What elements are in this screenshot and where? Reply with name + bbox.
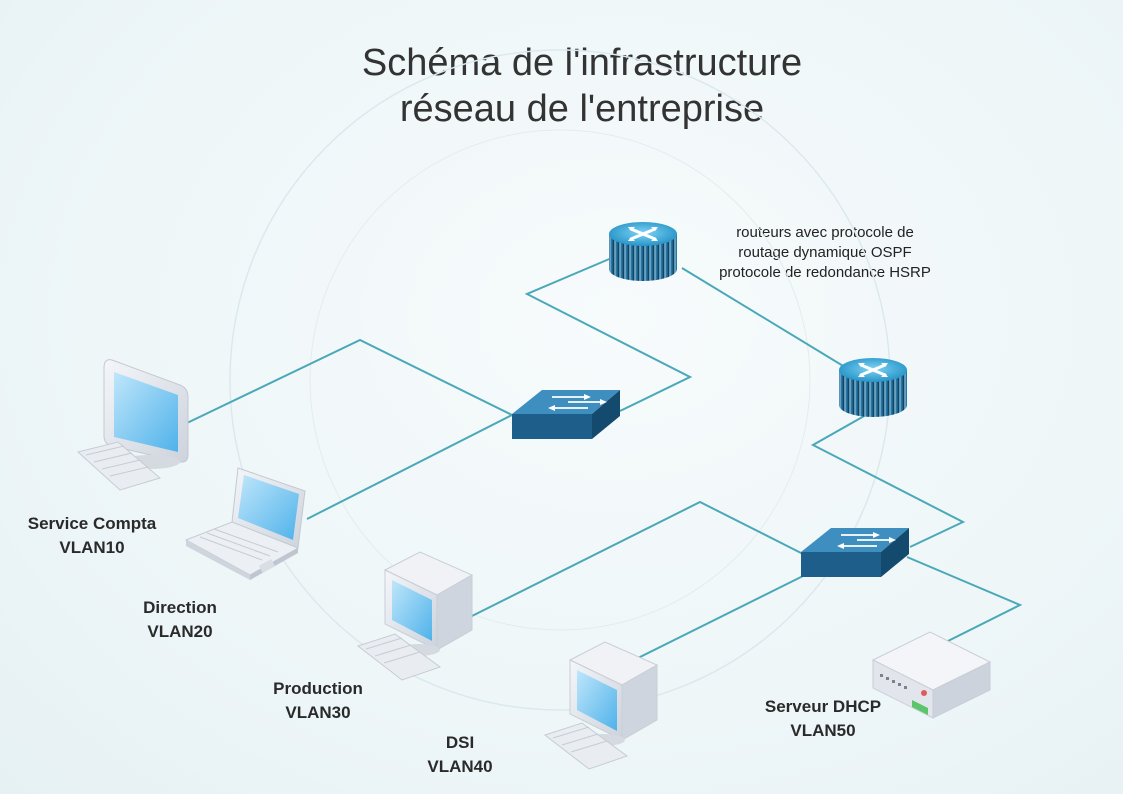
- node-label-serveur-dhcp: Serveur DHCP VLAN50: [748, 695, 898, 743]
- desktop-monitor-icon: [76, 359, 189, 491]
- link-dsi-switch2: [633, 574, 806, 661]
- router-annotation-line-1: routeurs avec protocole de: [736, 224, 914, 241]
- laptop-icon: [184, 467, 306, 580]
- link-router1-router2: [681, 267, 859, 376]
- node-name: Direction: [143, 598, 217, 617]
- network-links: [186, 256, 1023, 661]
- node-name: DSI: [445, 733, 475, 752]
- node-label-dsi: DSI VLAN40: [400, 731, 520, 779]
- node-label-service-compta: Service Compta VLAN10: [12, 512, 172, 560]
- node-name: Production: [273, 679, 363, 698]
- node-name: Service Compta: [27, 514, 157, 533]
- router-icon: [609, 222, 677, 281]
- background-decor-circle: [309, 129, 811, 631]
- title-line-2: réseau de l'entreprise: [399, 88, 765, 130]
- node-vlan: VLAN10: [59, 538, 125, 557]
- router-annotation-line-3: protocole de redondance HSRP: [719, 264, 931, 281]
- router-icon: [839, 358, 907, 417]
- link-compta-switch1: [186, 338, 513, 424]
- router-annotation-line-2: routage dynamique OSPF: [738, 244, 912, 261]
- link-switch1-router1: [524, 256, 693, 412]
- switch-icon: [801, 528, 909, 577]
- server-icon: [871, 631, 992, 719]
- crt-computer-icon: [543, 641, 659, 770]
- node-vlan: VLAN50: [790, 721, 856, 740]
- router-annotation: routeurs avec protocole de routage dynam…: [690, 223, 960, 283]
- switch-icon: [512, 390, 620, 439]
- node-name: Serveur DHCP: [764, 697, 882, 716]
- link-direction-switch1: [306, 414, 513, 520]
- node-vlan: VLAN40: [427, 757, 493, 776]
- crt-computer-icon: [356, 551, 474, 681]
- background-decor-circle: [229, 49, 891, 711]
- node-vlan: VLAN20: [147, 622, 213, 641]
- title-line-1: Schéma de l'infrastructure: [361, 42, 803, 84]
- link-switch2-server: [906, 556, 1023, 642]
- link-production-switch2: [469, 500, 806, 618]
- node-label-direction: Direction VLAN20: [110, 596, 250, 644]
- diagram-title: Schéma de l'infrastructure réseau de l'e…: [282, 40, 882, 132]
- link-router2-switch2: [810, 410, 966, 548]
- node-label-production: Production VLAN30: [248, 677, 388, 725]
- node-vlan: VLAN30: [285, 703, 351, 722]
